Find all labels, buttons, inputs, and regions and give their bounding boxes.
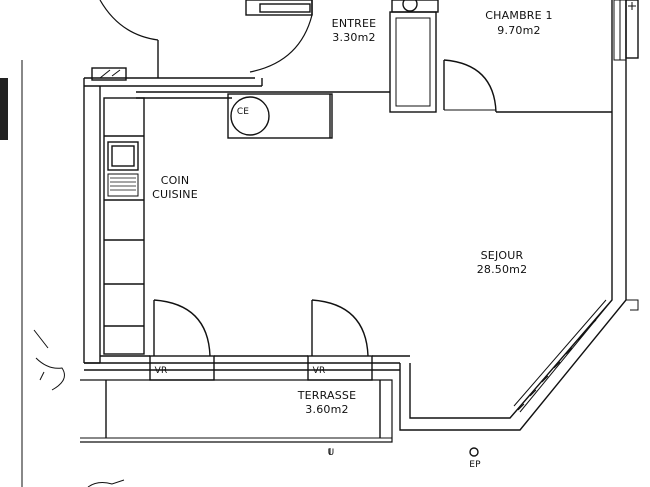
- chambre1-area: 9.70m2: [497, 24, 541, 37]
- top-fixture: [391, 0, 439, 13]
- right-corner-notch: [626, 299, 639, 311]
- wall-bottom-outer: [84, 362, 400, 371]
- right-corner-box: [625, 0, 639, 59]
- entree-door-frame: [245, 0, 313, 16]
- vr-left-label: VR: [154, 366, 168, 376]
- ep-label: EP: [469, 460, 481, 470]
- door-right-arc: [311, 299, 369, 357]
- sejour-name: SEJOUR: [480, 249, 524, 262]
- entree-area: 3.30m2: [332, 31, 376, 44]
- terrace-outline: [80, 379, 393, 443]
- wall-right-inner: [409, 0, 613, 419]
- door-left-arc: [153, 299, 211, 357]
- kitchen-counter: [103, 97, 145, 355]
- top-fixture-circle: [402, 0, 418, 12]
- electric-panel: [91, 67, 127, 81]
- wall-top-left: [84, 77, 262, 87]
- entree-column: [389, 11, 437, 113]
- sejour-area: 28.50m2: [476, 263, 528, 276]
- wall-right-outer: [399, 0, 627, 431]
- u-label: U: [327, 448, 335, 458]
- coin-cuisine-line2: CUISINE: [152, 188, 198, 201]
- water-heater-circle: [230, 96, 270, 136]
- entree-name: ENTREE: [331, 17, 377, 30]
- entree-column-inner: [395, 17, 431, 107]
- window-hatch: [517, 319, 597, 411]
- electric-panel-symbol: [99, 69, 121, 79]
- entree-door-frame-inner: [259, 3, 311, 13]
- ce-label: CE: [236, 107, 250, 117]
- left-edge-mark: [0, 78, 8, 140]
- sketch-scribble: [33, 329, 65, 391]
- kitchen-sink: [107, 141, 139, 171]
- ep-downpipe: [469, 447, 479, 457]
- wall-top-entree: [136, 91, 390, 99]
- upper-door-arc: [99, 0, 159, 41]
- chambre1-name: CHAMBRE 1: [485, 9, 553, 22]
- kitchen-sink-basin: [111, 145, 135, 167]
- terrasse-name: TERRASSE: [297, 389, 357, 402]
- kitchen-hob-hatch: [110, 177, 136, 191]
- terrasse-area: 3.60m2: [305, 403, 349, 416]
- right-lower-window: [513, 299, 613, 413]
- heater-cupboard: [227, 93, 333, 139]
- vr-right-label: VR: [312, 366, 326, 376]
- chambre-door-arc: [443, 59, 497, 113]
- coin-cuisine-line1: COIN: [160, 174, 190, 187]
- bottom-scribble: [87, 479, 125, 487]
- kitchen-hob: [107, 173, 139, 197]
- entree-door-arc: [249, 14, 313, 73]
- right-corner-mark: [628, 2, 636, 10]
